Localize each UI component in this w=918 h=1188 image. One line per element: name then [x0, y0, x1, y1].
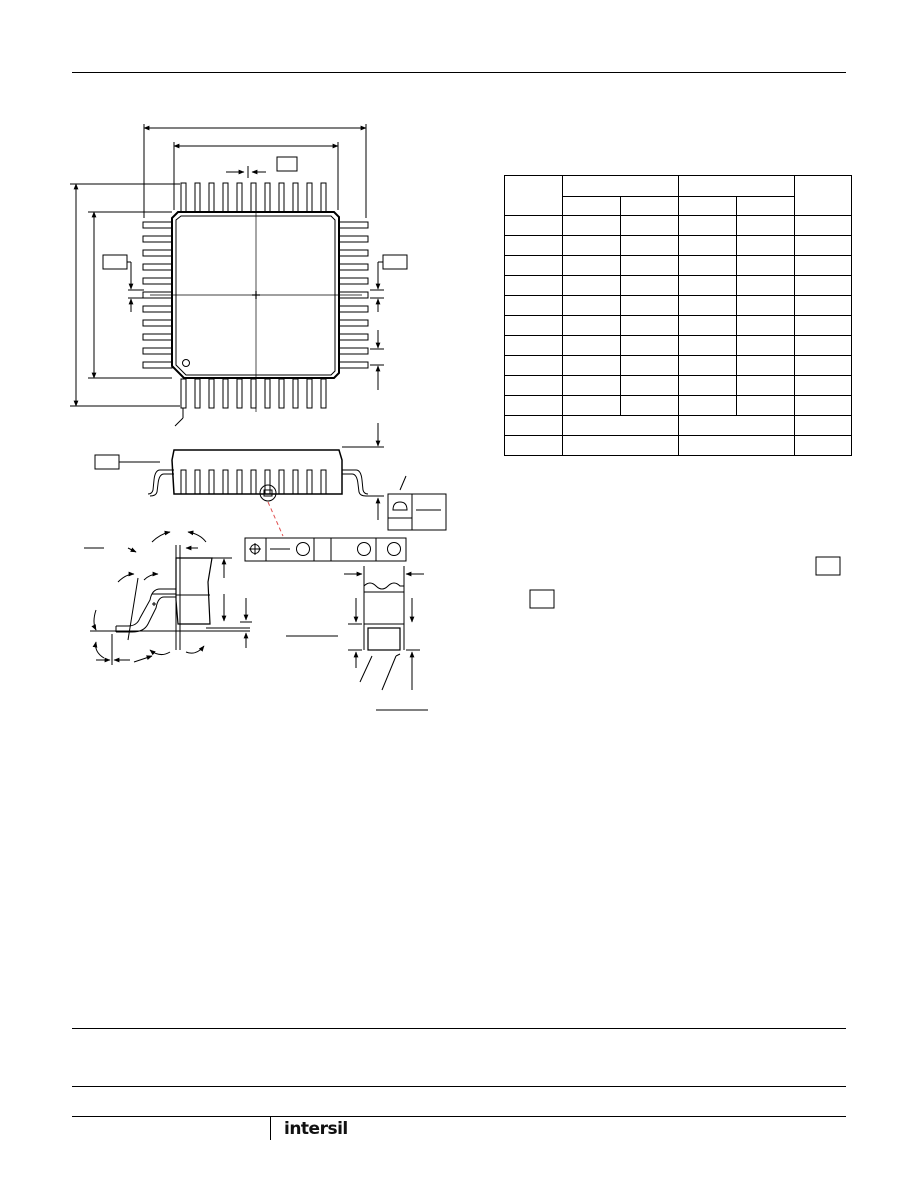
table-row: [504, 235, 852, 256]
table-subheader-cell: [620, 196, 679, 216]
footer-rule-3: [72, 1116, 846, 1117]
table-row: [504, 275, 852, 296]
header-rule: [72, 72, 846, 73]
table-subheader-cell: [562, 196, 621, 216]
table-row: [504, 395, 852, 416]
company-logo: intersil: [284, 1119, 348, 1139]
top-leads: [180, 182, 327, 213]
table-subheader-cell: [678, 196, 737, 216]
package-side-view: [94, 423, 447, 531]
table-row: [504, 435, 852, 456]
top-view-dimensions: [70, 124, 367, 407]
package-body-top: [150, 200, 362, 412]
lead-detail-view: [84, 530, 252, 665]
table-row: [504, 295, 852, 316]
table-row: [504, 315, 852, 336]
pin1-marker: [182, 359, 190, 367]
table-row: [504, 355, 852, 376]
footer-rule-2: [72, 1086, 846, 1087]
table-row: [504, 415, 852, 436]
table-header-cell: [504, 175, 563, 216]
package-outline-drawing: [70, 124, 841, 711]
table-subheader-cell: [736, 196, 795, 216]
footer-divider: [270, 1116, 271, 1140]
bottom-leads: [180, 378, 327, 409]
table-header-cell: [562, 175, 679, 197]
footer-rule-1: [72, 1028, 846, 1029]
feature-control-frame: [244, 537, 407, 562]
detail-leader-line: [267, 501, 284, 537]
table-row: [504, 255, 852, 276]
pitch-callouts: [102, 254, 408, 427]
note-ref-box-left: [529, 589, 555, 609]
table-header-cell: [678, 175, 795, 197]
table-row: [504, 215, 852, 236]
table-header-cell: [794, 175, 852, 216]
note-ref-box-right: [815, 556, 841, 576]
dimension-table: [504, 175, 852, 456]
lead-width-detail: [286, 566, 428, 711]
table-row: [504, 335, 852, 356]
table-row: [504, 375, 852, 396]
